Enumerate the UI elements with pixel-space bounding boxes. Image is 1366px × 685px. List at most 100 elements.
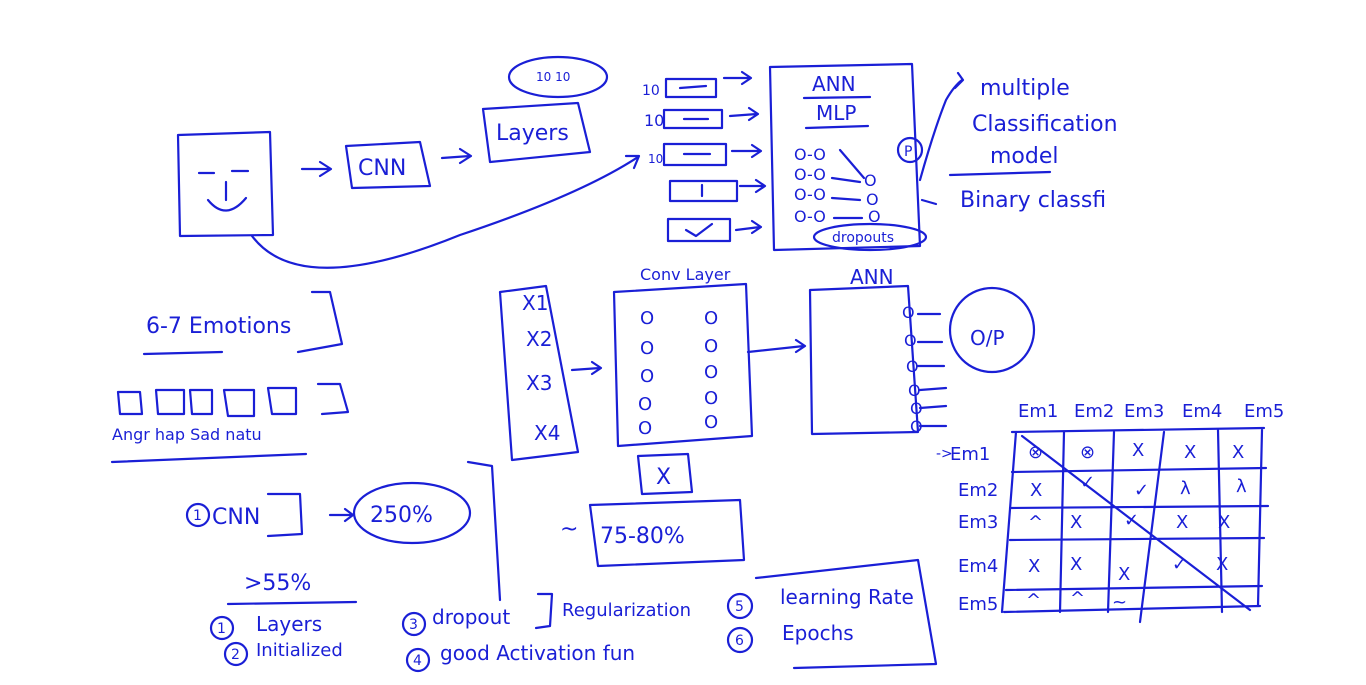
col-header-4: Em4 <box>1182 401 1222 422</box>
cell-r4c1: X <box>1028 556 1040 577</box>
cell-r1c5: X <box>1232 442 1244 463</box>
svg-text:O: O <box>704 308 718 329</box>
matrix-row-headers: -> Em1 Em2 Em3 Em4 Em5 <box>936 444 998 615</box>
arrow-x-conv <box>570 360 603 376</box>
neurons-row-2: O-O <box>794 165 826 184</box>
emotions-section: 6-7 Emotions Angr hap Sad natu <box>110 290 350 464</box>
multiple-line-1: multiple <box>980 76 1070 101</box>
ann-top-label: ANN <box>812 72 856 96</box>
cell-r5c2: ^ <box>1070 588 1085 609</box>
multiple-line-2: Classification <box>972 112 1118 137</box>
cell-r3c2: X <box>1070 512 1082 533</box>
cell-r4c4: ✓ <box>1172 554 1187 575</box>
svg-text:O: O <box>910 417 923 436</box>
tip-5-num: 5 <box>735 599 744 615</box>
neurons-out-2: O <box>866 190 879 209</box>
mlp-label: MLP <box>816 101 856 125</box>
cell-r2c5: λ <box>1236 476 1247 497</box>
svg-text:O: O <box>704 388 718 409</box>
svg-text:O: O <box>910 399 923 418</box>
emotions-list: Angr hap Sad natu <box>112 425 262 444</box>
tip-6-text: Epochs <box>782 621 854 645</box>
svg-text:O: O <box>902 303 915 322</box>
cell-r1c4: X <box>1184 442 1196 463</box>
x-input-column: X1 X2 X3 X4 <box>498 284 580 462</box>
svg-text:O: O <box>904 331 917 350</box>
confusion-matrix: Em1 Em2 Em3 Em4 Em5 -> Em1 Em2 Em3 Em4 E… <box>936 401 1284 624</box>
accuracy-box: ~ 75-80% <box>560 498 746 568</box>
cnn-block: CNN <box>344 140 432 190</box>
col-header-1: Em1 <box>1018 401 1058 422</box>
svg-text:O: O <box>704 362 718 383</box>
cell-r5c3: ~ <box>1112 592 1127 613</box>
svg-text:O: O <box>640 308 654 329</box>
op-label: O/P <box>970 326 1005 350</box>
col-header-2: Em2 <box>1074 401 1114 422</box>
cell-r2c2: ✓ <box>1080 472 1095 493</box>
row-header-4: Em4 <box>958 556 998 577</box>
accuracy-value: 75-80% <box>600 524 685 549</box>
x-label-3: X3 <box>526 371 552 395</box>
face-to-inputs-curve <box>250 154 641 269</box>
cell-r1c1: ⊗ <box>1028 442 1043 463</box>
multiple-line-3: model <box>990 144 1059 169</box>
tip-2-num: 2 <box>231 647 240 663</box>
cell-r5c1: ^ <box>1026 590 1041 611</box>
cnn-item-num: 1 <box>193 508 202 524</box>
ann-label: ANN <box>850 265 894 289</box>
row-num-2: 10 <box>644 111 664 130</box>
row-arrow: -> <box>936 446 953 462</box>
tip-4-text: good Activation fun <box>440 641 635 665</box>
cnn-score: 250% <box>370 503 433 528</box>
face-input <box>176 130 275 238</box>
p-mark: P <box>904 144 912 160</box>
matrix-col-headers: Em1 Em2 Em3 Em4 Em5 <box>1018 401 1284 422</box>
tip-6-num: 6 <box>735 633 744 649</box>
regularization-label: Regularization <box>562 600 691 621</box>
col-header-3: Em3 <box>1124 401 1164 422</box>
row-header-5: Em5 <box>958 594 998 615</box>
col-header-5: Em5 <box>1244 401 1284 422</box>
matrix-cells: ⊗ ⊗ X X X X ✓ ✓ λ λ ^ X ✓ X X X X X ✓ X … <box>1026 440 1247 613</box>
cell-r1c3: X <box>1132 440 1144 461</box>
cnn-label: CNN <box>358 156 406 181</box>
layers-note: 10 10 <box>536 70 570 84</box>
tip-1-text: Layers <box>256 612 322 636</box>
cell-r2c1: X <box>1030 480 1042 501</box>
tip-5-text: learning Rate <box>780 585 914 609</box>
x-label-4: X4 <box>534 421 560 445</box>
cell-r3c3: ✓ <box>1124 510 1139 531</box>
dropouts-label: dropouts <box>832 230 894 246</box>
cell-r2c4: λ <box>1180 478 1191 499</box>
row-num-1: 10 <box>642 83 660 99</box>
x-label-2: X2 <box>526 327 552 351</box>
layers-block: Layers 10 10 <box>481 55 609 164</box>
svg-text:O: O <box>704 412 718 433</box>
x-box-label: X <box>656 465 671 490</box>
input-rows: 10 10 10 <box>642 70 767 243</box>
binary-label: Binary classfi <box>960 188 1106 213</box>
cell-r4c2: X <box>1070 554 1082 575</box>
neurons-row-3: O-O <box>794 185 826 204</box>
tilde: ~ <box>560 517 578 542</box>
row-header-3: Em3 <box>958 512 998 533</box>
tip-1-num: 1 <box>217 621 226 637</box>
svg-text:O: O <box>640 366 654 387</box>
tip-4-num: 4 <box>413 653 422 669</box>
tip-3-text: dropout <box>432 605 510 629</box>
row-header-1: Em1 <box>950 444 990 465</box>
tip-3-num: 3 <box>409 617 418 633</box>
arrow-cnn-layers <box>440 147 473 165</box>
ann-mlp-block: ANN MLP P O-O O-O O-O O-O O O O dropouts <box>768 62 928 252</box>
svg-text:O: O <box>638 418 652 439</box>
cell-r1c2: ⊗ <box>1080 442 1095 463</box>
cell-r3c4: X <box>1176 512 1188 533</box>
x-box: X <box>636 452 694 496</box>
tip-2-text: Initialized <box>256 640 343 661</box>
svg-text:O: O <box>908 381 921 400</box>
svg-text:O: O <box>640 338 654 359</box>
threshold: >55% <box>244 571 311 596</box>
classification-notes: multiple Classification model Binary cla… <box>918 71 1118 213</box>
